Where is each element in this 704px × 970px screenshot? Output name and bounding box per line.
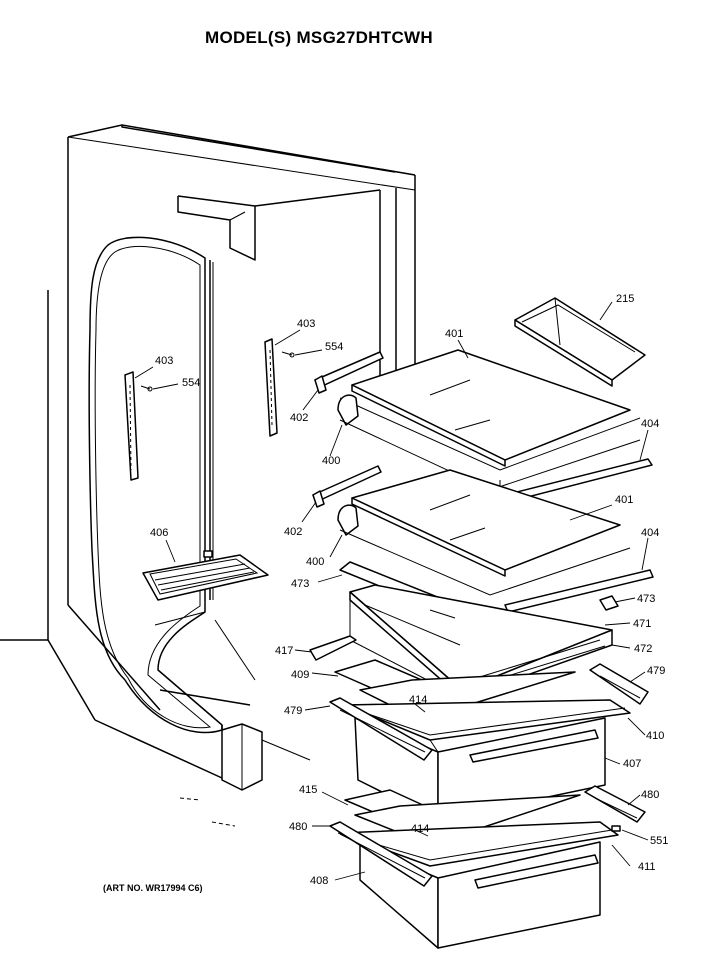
callout-400-lower: 400 [306,556,324,568]
callout-554-right: 554 [325,341,343,353]
air-vent-grille [142,550,269,601]
callout-479-right: 479 [647,665,665,677]
callout-480-right: 480 [641,789,659,801]
callout-labels: 215 401 403 554 403 554 402 404 400 401 … [150,293,668,887]
callout-403-left: 403 [155,355,173,367]
callout-472: 472 [634,643,652,655]
callout-411: 411 [638,861,656,873]
callout-404-lower: 404 [641,527,659,539]
callout-407: 407 [623,758,641,770]
slide-rail-417 [309,635,357,661]
slide-rail-480-left [329,821,433,887]
callout-410: 410 [646,730,664,742]
callout-409: 409 [291,669,309,681]
callout-479-left: 479 [284,705,302,717]
callout-417: 417 [275,645,293,657]
callout-554-left: 554 [182,377,200,389]
callout-401-lower: 401 [615,494,633,506]
callout-402-upper: 402 [290,412,308,424]
clip-551 [611,825,621,832]
callout-415: 415 [299,784,317,796]
shelf-support-right [264,338,295,437]
callout-403-right: 403 [297,318,315,330]
crisper-pan-upper [341,671,631,821]
shelf-support-left [124,371,153,481]
callout-480-left: 480 [289,821,307,833]
callout-473-left: 473 [291,578,309,590]
slide-rail-479-left [329,697,433,761]
refrigerator-cabinet [0,124,416,827]
callout-473-right: 473 [637,593,655,605]
callout-215: 215 [616,293,634,305]
glass-shelf-lower [337,469,631,596]
slide-rail-479-right [589,663,649,705]
callout-551: 551 [650,835,668,847]
diagram-title: MODEL(S) MSG27DHTCWH [205,28,433,47]
shelf-bin [514,297,646,387]
shelf-front-trim-lower [504,569,654,613]
callout-402-lower: 402 [284,526,302,538]
shelf-bracket-402-upper [314,351,384,394]
slide-rail-480-right [584,785,646,823]
callout-401-upper: 401 [445,328,463,340]
callout-400-upper: 400 [322,455,340,467]
callout-408: 408 [310,875,328,887]
callout-404-upper: 404 [641,418,659,430]
art-number: (ART NO. WR17994 C6) [103,883,203,893]
callout-leaders [134,301,649,881]
callout-414-lower: 414 [411,823,429,835]
callout-414-upper: 414 [409,694,427,706]
crisper-pan-lower [337,794,619,949]
callout-471: 471 [633,618,651,630]
callout-406: 406 [150,527,168,539]
